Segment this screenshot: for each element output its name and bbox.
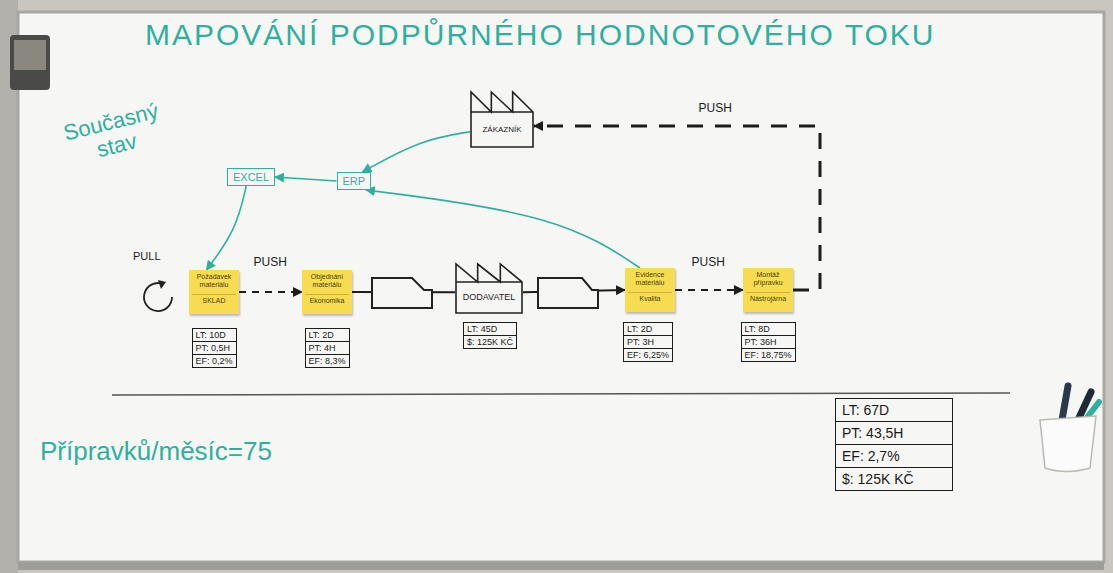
truck-symbol	[538, 278, 598, 308]
node-text: EF: 0,2%	[193, 354, 236, 367]
pull-label: PULL	[133, 250, 161, 262]
pull-arrowhead	[158, 280, 166, 289]
data-box: LT: 10DPT: 0,5HEF: 0,2%	[192, 328, 237, 368]
whiteboard-surface	[18, 12, 1104, 562]
node-text: PT: 3H	[624, 335, 672, 348]
node-text: Montáž přípravku	[746, 271, 790, 288]
node-text: LT: 2D	[306, 329, 349, 341]
board-tray	[18, 562, 1104, 570]
node-text: PT: 4H	[306, 341, 349, 354]
divider-line	[112, 393, 1010, 395]
summary-data-box: LT: 67DPT: 43,5HEF: 2,7%$: 125K KČ	[835, 398, 953, 491]
node-text: $: 125K KČ	[836, 467, 952, 490]
marker-pen	[1062, 386, 1068, 420]
node-text: EF: 18,75%	[742, 348, 795, 361]
flow-label: PUSH	[690, 255, 727, 269]
marker-cup	[1040, 416, 1096, 472]
flow-connector	[362, 132, 470, 172]
truck-symbol	[372, 278, 432, 308]
eraser-label	[14, 40, 46, 70]
factory-outline	[471, 92, 533, 147]
node-text: LT: 8D	[742, 323, 795, 335]
supplier-factory: DODAVATEL	[455, 262, 523, 314]
system-box: ERP	[337, 172, 372, 190]
node-text: PT: 36H	[742, 335, 795, 348]
pull-circle-symbol	[144, 283, 172, 311]
flow-connector	[675, 289, 743, 291]
flow-connector	[207, 186, 247, 270]
eraser	[10, 35, 50, 90]
customer-factory: ZÁKAZNÍK	[470, 90, 534, 148]
node-text: DODAVATEL	[463, 292, 516, 302]
node-text: Ekonomika	[305, 294, 349, 305]
node-text: EF: 8,3%	[306, 354, 349, 367]
node-text: ERP	[343, 175, 366, 187]
data-box: LT: 2DPT: 3HEF: 6,25%	[623, 322, 673, 362]
data-box: LT: 45D$: 125K KČ	[463, 322, 517, 349]
flow-connector	[275, 177, 336, 181]
node-text: LT: 45D	[464, 323, 516, 335]
process-sticky-note: Objednání materiáluEkonomika	[302, 270, 352, 314]
node-text: ZÁKAZNÍK	[482, 125, 521, 134]
node-text: Objednání materiálu	[305, 273, 349, 290]
flow-connector	[239, 291, 302, 293]
process-sticky-note: Montáž přípravkuNástrojárna	[743, 268, 793, 312]
factory-label-area: ZÁKAZNÍK	[470, 113, 534, 145]
process-sticky-note: Požadavek materiáluSKLAD	[189, 270, 239, 314]
node-text: LT: 67D	[836, 399, 952, 421]
node-text: EF: 2,7%	[836, 444, 952, 467]
flow-connector	[534, 126, 820, 290]
flow-label: PUSH	[252, 255, 289, 269]
flow-label: PUSH	[697, 101, 734, 115]
flow-connector	[366, 190, 640, 268]
monthly-count: Přípravků/měsíc=75	[40, 436, 272, 467]
factory-outline	[456, 264, 522, 313]
node-text: Kvalita	[628, 292, 672, 303]
node-text: PT: 0,5H	[193, 341, 236, 354]
system-box: EXCEL	[227, 168, 275, 186]
state-label: Současný stav	[54, 97, 174, 171]
node-text: Nástrojárna	[746, 292, 790, 303]
factory-outline	[470, 90, 534, 148]
node-text: PT: 43,5H	[836, 421, 952, 444]
node-text: Evidence materiálu	[628, 271, 672, 288]
data-box: LT: 8DPT: 36HEF: 18,75%	[741, 322, 796, 362]
node-text: LT: 2D	[624, 323, 672, 335]
data-box: LT: 2DPT: 4HEF: 8,3%	[305, 328, 350, 368]
node-text: Požadavek materiálu	[192, 273, 236, 290]
node-text: $: 125K KČ	[464, 335, 516, 348]
factory-outline	[455, 262, 523, 314]
node-text: EF: 6,25%	[624, 348, 672, 361]
diagram-title: MAPOVÁNÍ PODPŮRNÉHO HODNOTOVÉHO TOKU	[145, 18, 935, 52]
node-text: EXCEL	[233, 171, 269, 183]
node-text: SKLAD	[192, 294, 236, 305]
factory-label-area: DODAVATEL	[455, 283, 523, 311]
node-text: LT: 10D	[193, 329, 236, 341]
process-sticky-note: Evidence materiáluKvalita	[625, 268, 675, 312]
